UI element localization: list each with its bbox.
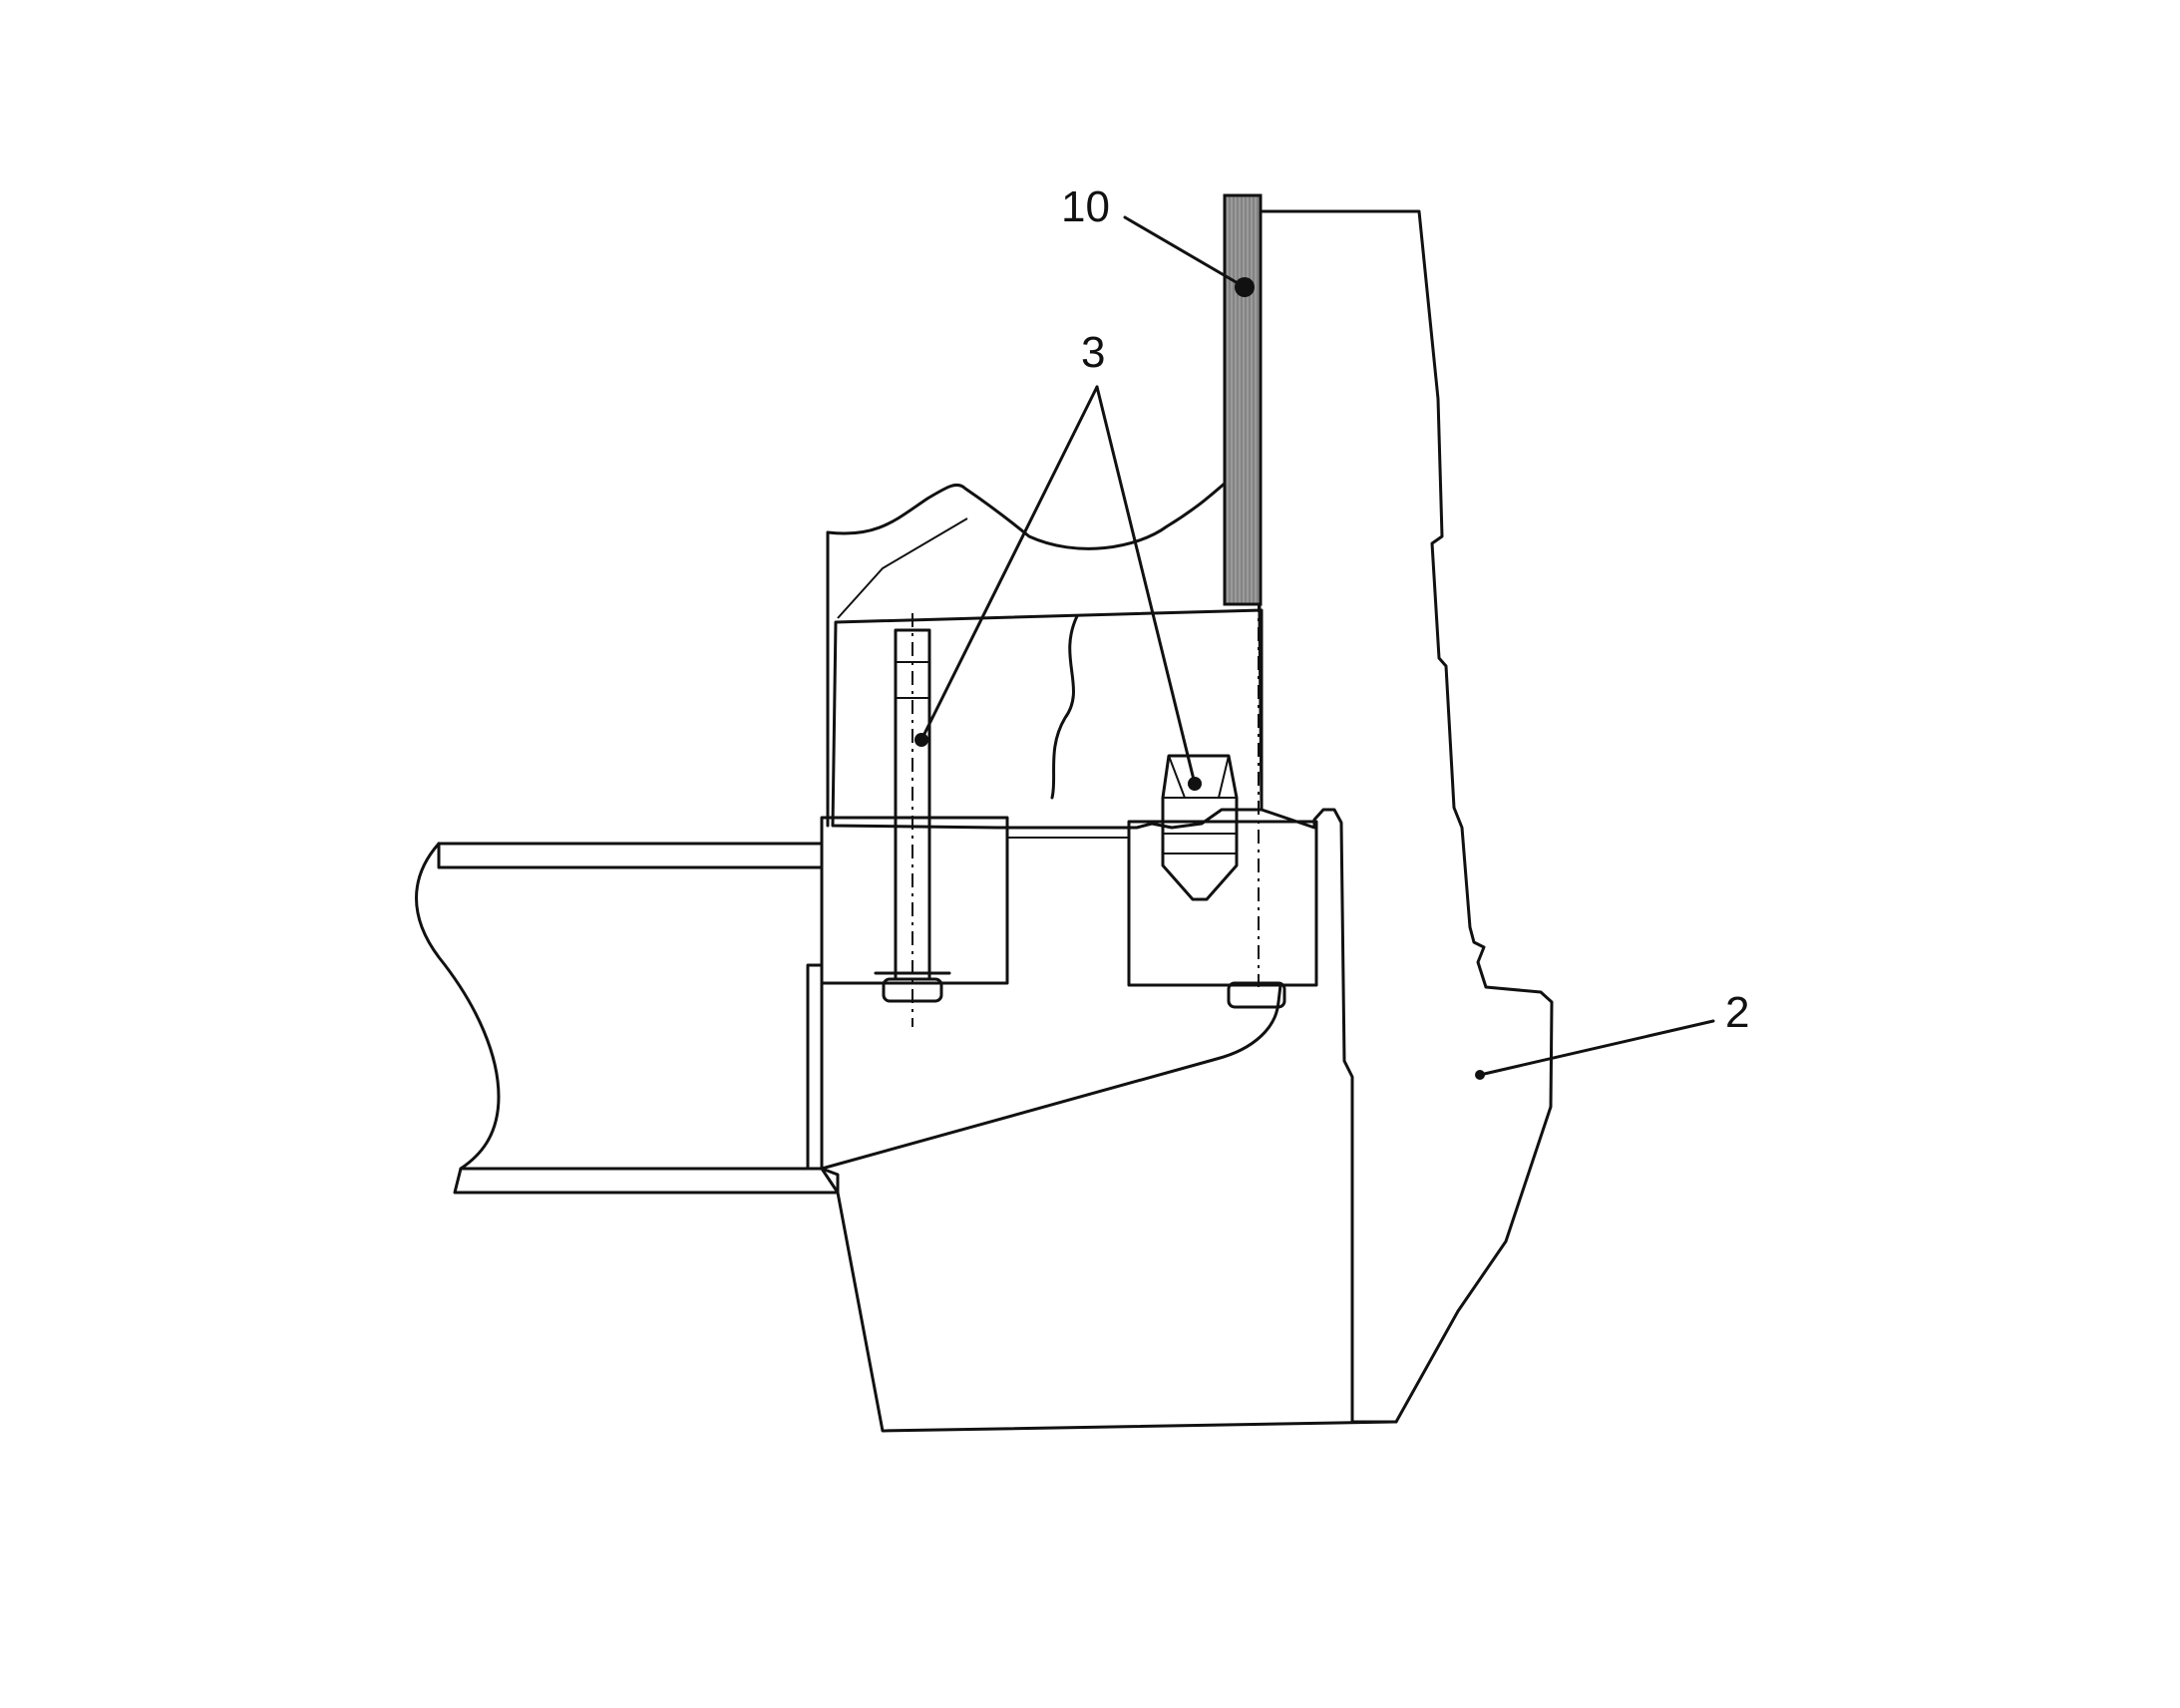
leader-line-10 bbox=[1123, 215, 1247, 289]
wavy-break-line bbox=[1050, 614, 1079, 800]
label-2: 2 bbox=[1725, 988, 1749, 1037]
housing-part-2 bbox=[1257, 209, 1554, 1424]
leader-line-3-b bbox=[1095, 385, 1197, 786]
lower-frame bbox=[820, 983, 1398, 1433]
vertical-strip-part-10 bbox=[1223, 193, 1263, 606]
lower-frame-slope bbox=[820, 983, 1282, 1171]
leader-line-2 bbox=[1478, 1019, 1715, 1077]
right-flange-block bbox=[1127, 820, 1318, 987]
lower-nut bbox=[1227, 981, 1286, 1009]
upper-hatched-block bbox=[831, 608, 1264, 830]
leader-dot-3-a bbox=[914, 733, 928, 747]
bolt-thread-lines bbox=[896, 661, 929, 699]
pipe-break-outline bbox=[415, 842, 501, 1171]
leader-dot-10 bbox=[1235, 277, 1255, 297]
pipe-bottom-wall bbox=[453, 1167, 840, 1195]
leader-dot-2 bbox=[1475, 1070, 1485, 1080]
insert-nut-detail bbox=[1163, 755, 1237, 854]
pipe-top-wall bbox=[437, 842, 824, 869]
upper-frame-outline bbox=[826, 473, 1237, 550]
label-10: 10 bbox=[1061, 182, 1110, 231]
insert-nut bbox=[1161, 754, 1239, 901]
leader-line-3-a bbox=[919, 385, 1099, 742]
label-3: 3 bbox=[1081, 328, 1105, 377]
bolt-nut bbox=[882, 977, 943, 1003]
lower-left-wall bbox=[806, 963, 824, 1171]
left-flange-block bbox=[820, 816, 1009, 985]
upper-frame-inner-edge bbox=[837, 517, 968, 619]
leader-dot-3-b bbox=[1188, 777, 1202, 791]
